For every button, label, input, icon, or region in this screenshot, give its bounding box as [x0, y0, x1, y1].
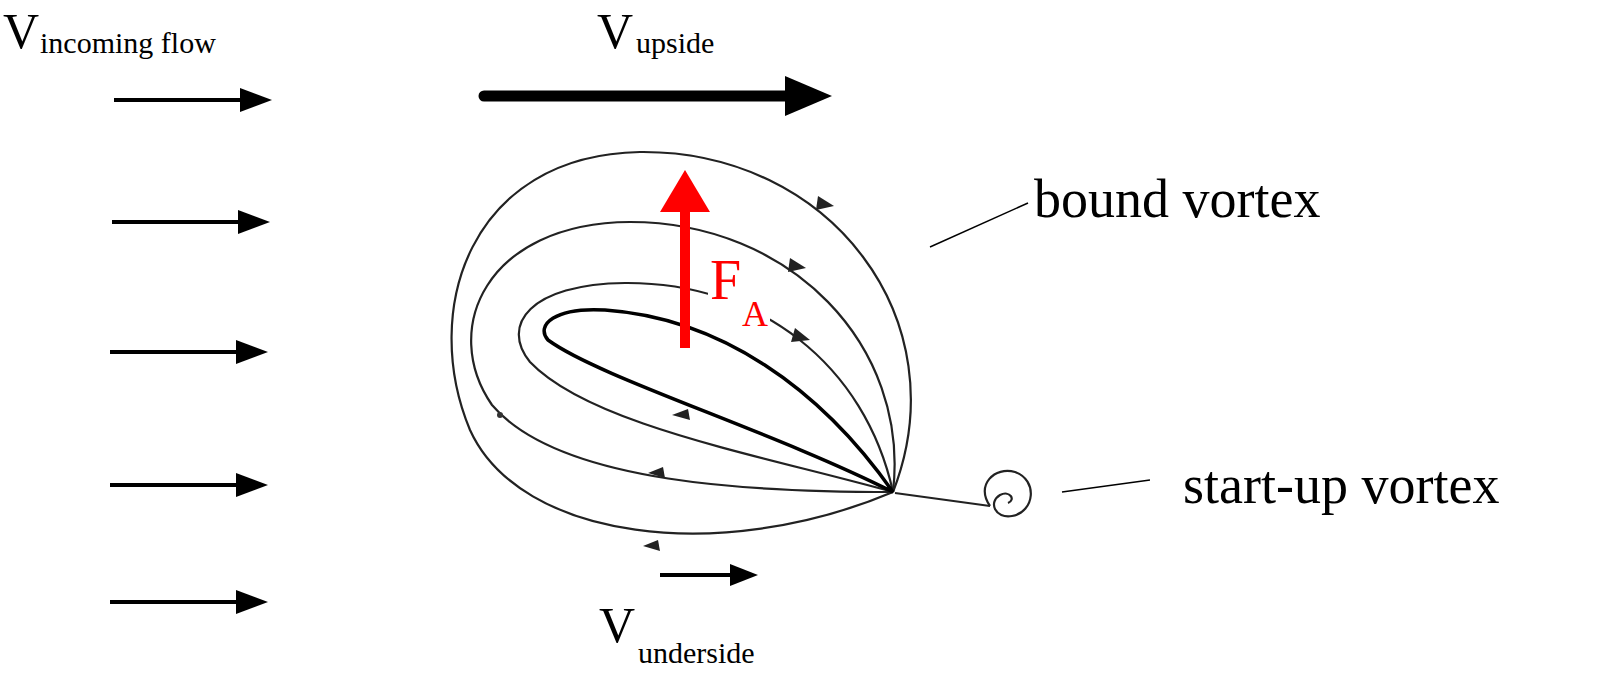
dot — [497, 412, 503, 418]
force-symbol: F — [708, 252, 743, 308]
start-up-vortex — [895, 471, 1031, 516]
lift-force-arrow — [660, 170, 710, 348]
leader-lines — [930, 203, 1150, 492]
airfoil-profile — [544, 310, 893, 492]
velocity-symbol: V — [3, 6, 39, 56]
force-subscript: A — [740, 296, 770, 332]
velocity-symbol: V — [597, 6, 633, 56]
callout-label: start-up vortex — [1183, 458, 1499, 512]
callout-label: bound vortex — [1034, 172, 1320, 226]
streamlines — [452, 152, 911, 533]
velocity-subscript: underside — [638, 638, 755, 668]
underside-arrow — [660, 564, 758, 586]
incoming-flow-arrows — [110, 88, 272, 614]
upside-arrow — [484, 76, 832, 116]
velocity-subscript: upside — [636, 28, 714, 58]
velocity-symbol: V — [599, 600, 635, 650]
velocity-subscript: incoming flow — [40, 28, 216, 58]
streamline-arrowheads — [643, 196, 834, 551]
